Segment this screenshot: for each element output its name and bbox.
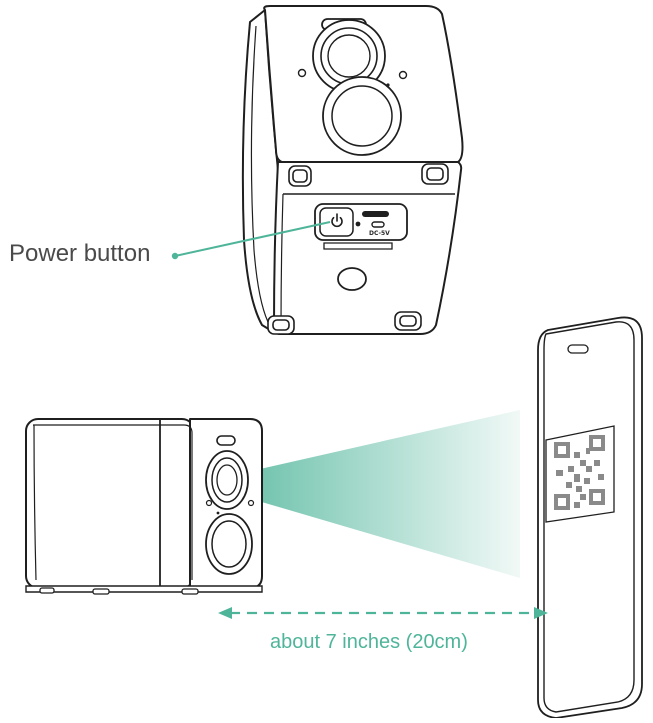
power-icon: [331, 213, 343, 228]
rubber-feet: [267, 163, 449, 335]
distance-label: about 7 inches (20cm): [270, 631, 468, 653]
phone: [537, 316, 643, 719]
power-button-leader: [171, 221, 331, 260]
port-marking: DC-5V: [369, 230, 390, 237]
camera-body: [25, 418, 195, 589]
power-button-label: Power button: [9, 240, 151, 267]
mount-hole: [337, 267, 367, 291]
distance-arrow: [218, 607, 548, 619]
qr-code-icon: [545, 425, 615, 523]
scan-beam: [238, 410, 520, 578]
rear-control-module: DC-5V: [314, 203, 408, 241]
side-pir-sensor: [205, 513, 253, 575]
top-pir-sensor: [322, 76, 402, 156]
side-camera-lens: [205, 450, 249, 510]
